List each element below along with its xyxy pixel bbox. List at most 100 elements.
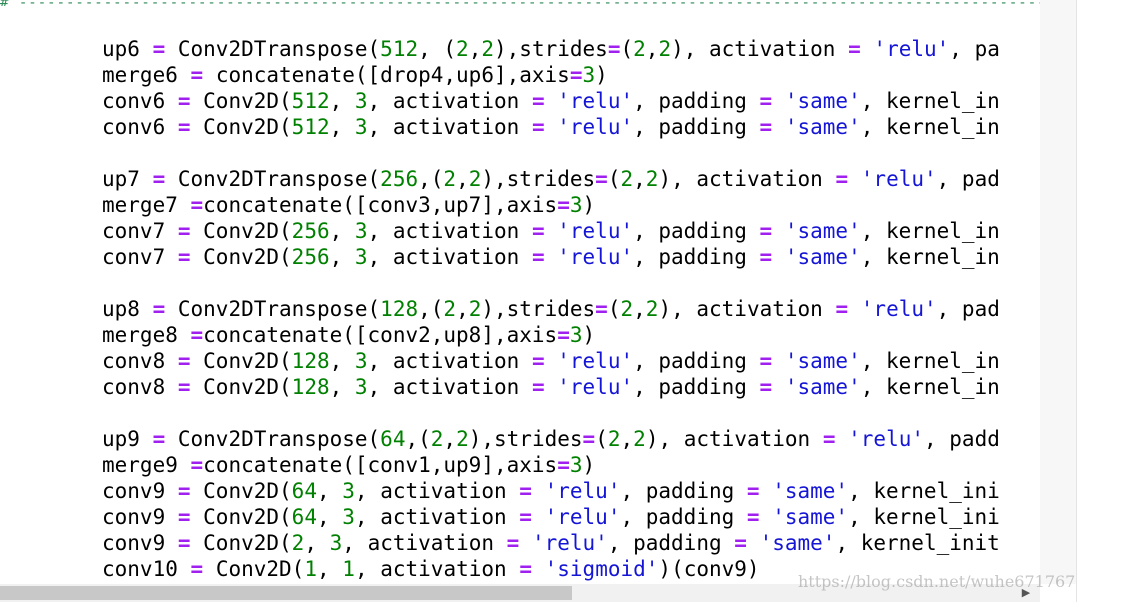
code-text <box>760 505 773 529</box>
numeric-literal: 64 <box>291 505 317 529</box>
code-text <box>532 557 545 581</box>
code-editor[interactable]: # --------------------------------------… <box>0 0 1040 584</box>
numeric-literal: 2 <box>456 37 469 61</box>
code-text: ) <box>582 193 596 217</box>
operator: = <box>569 63 583 87</box>
comment-divider: # --------------------------------------… <box>0 0 1040 6</box>
code-text <box>545 375 558 399</box>
operator: = <box>759 245 773 269</box>
code-text: concatenate([conv1,up9],axis <box>203 453 558 477</box>
code-line: conv10 = Conv2D(1, 1, activation = 'sigm… <box>102 556 1000 582</box>
numeric-literal: 1 <box>342 557 355 581</box>
code-line: conv6 = Conv2D(512, 3, activation = 'rel… <box>102 88 1000 114</box>
code-text: Conv2D( <box>190 89 292 113</box>
code-text: Conv2D( <box>190 531 292 555</box>
code-text: ), activation <box>658 167 836 191</box>
code-text <box>532 479 545 503</box>
operator: = <box>595 167 608 191</box>
numeric-literal: 2 <box>468 167 482 191</box>
code-text: Conv2D( <box>190 479 292 503</box>
code-text: , <box>316 479 343 503</box>
code-text: , kernel_in <box>860 115 1000 139</box>
numeric-literal: 512 <box>291 89 330 113</box>
code-text: Conv2D( <box>190 375 292 399</box>
operator: = <box>557 453 570 477</box>
code-text: , padding <box>620 505 747 529</box>
operator: = <box>177 531 191 555</box>
numeric-literal: 2 <box>443 297 457 321</box>
string-literal: 'relu' <box>557 349 634 373</box>
numeric-literal: 64 <box>291 479 317 503</box>
operator: = <box>519 505 532 529</box>
string-literal: 'same' <box>784 375 861 399</box>
numeric-literal: 128 <box>291 375 330 399</box>
code-text: , <box>620 427 634 451</box>
operator: = <box>519 557 532 581</box>
operator: = <box>190 323 204 347</box>
code-line: conv6 = Conv2D(512, 3, activation = 'rel… <box>102 114 1000 140</box>
code-text: , pad <box>936 297 1000 321</box>
code-text: , kernel_in <box>860 219 1000 243</box>
string-literal: 'relu' <box>860 297 937 321</box>
code-text <box>772 115 785 139</box>
code-text: , <box>645 37 659 61</box>
code-text <box>772 219 785 243</box>
code-text: ( <box>607 297 621 321</box>
numeric-literal: 128 <box>291 349 330 373</box>
code-text: , padding <box>633 89 760 113</box>
side-panel <box>1076 0 1129 602</box>
code-text <box>772 349 785 373</box>
operator: = <box>759 115 773 139</box>
code-line: up7 = Conv2DTranspose(256,(2,2),strides=… <box>102 166 1000 192</box>
code-text <box>545 219 558 243</box>
numeric-literal: 512 <box>291 115 330 139</box>
string-literal: 'relu' <box>860 167 937 191</box>
code-text: up6 <box>102 37 153 61</box>
numeric-literal: 2 <box>658 37 672 61</box>
numeric-literal: 3 <box>582 63 596 87</box>
code-text: , activation <box>367 89 532 113</box>
code-text: ),strides <box>468 427 583 451</box>
code-text: , activation <box>367 115 532 139</box>
code-text <box>848 167 861 191</box>
operator: = <box>177 479 191 503</box>
horizontal-scrollbar-thumb[interactable] <box>0 586 572 600</box>
operator: = <box>177 375 191 399</box>
numeric-literal: 2 <box>607 427 621 451</box>
code-line: merge6 = concatenate([drop4,up6],axis=3) <box>102 62 1000 88</box>
code-text: , <box>329 245 355 269</box>
code-text: , pa <box>949 37 1000 61</box>
string-literal: 'relu' <box>544 479 621 503</box>
code-text: conv8 <box>102 375 178 399</box>
code-text: , kernel_ini <box>848 479 1000 503</box>
code-text: , padding <box>620 479 747 503</box>
code-text: conv9 <box>102 531 178 555</box>
code-text: , <box>329 219 355 243</box>
string-literal: 'relu' <box>557 245 634 269</box>
operator: = <box>848 37 861 61</box>
numeric-literal: 3 <box>569 453 583 477</box>
code-text: Conv2DTranspose( <box>165 297 381 321</box>
code-text: , <box>329 89 355 113</box>
operator: = <box>190 453 204 477</box>
code-text <box>772 89 785 113</box>
code-text: Conv2DTranspose( <box>165 37 381 61</box>
code-text: , activation <box>367 219 532 243</box>
code-text: ),strides <box>481 297 596 321</box>
code-line: merge9 =concatenate([conv1,up9],axis=3) <box>102 452 1000 478</box>
blank-line <box>102 270 1000 296</box>
code-text: concatenate([drop4,up6],axis <box>203 63 570 87</box>
numeric-literal: 256 <box>291 245 330 269</box>
numeric-literal: 3 <box>354 89 368 113</box>
code-text: , padding <box>633 375 760 399</box>
operator: = <box>531 219 545 243</box>
code-text <box>532 505 545 529</box>
code-text: , padd <box>924 427 1000 451</box>
operator: = <box>746 479 760 503</box>
operator: = <box>531 89 545 113</box>
operator: = <box>519 479 532 503</box>
code-text: conv6 <box>102 115 178 139</box>
operator: = <box>177 505 191 529</box>
triangle-right-icon[interactable]: ▶ <box>1021 586 1031 599</box>
code-text: , kernel_in <box>860 245 1000 269</box>
